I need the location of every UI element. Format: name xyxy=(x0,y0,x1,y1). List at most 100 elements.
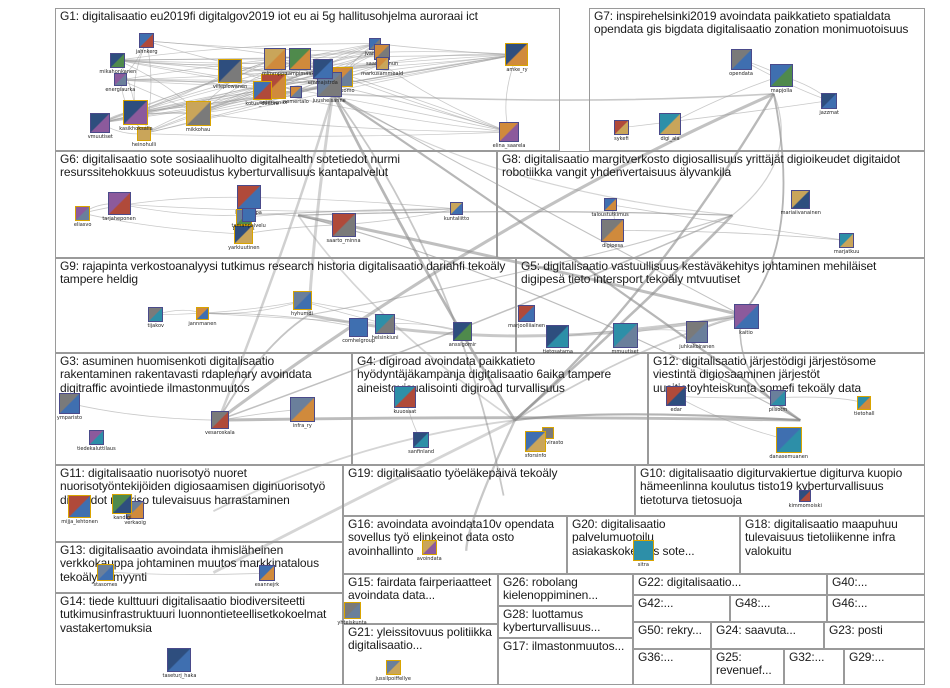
node-avatar[interactable] xyxy=(505,43,529,67)
node-label: villeplowanen xyxy=(212,83,248,90)
node-label: heinohulli xyxy=(131,141,157,148)
node-avatar[interactable] xyxy=(289,85,302,98)
node-avatar[interactable] xyxy=(632,540,654,562)
node-avatar[interactable] xyxy=(349,317,369,337)
node-avatar[interactable] xyxy=(252,80,272,100)
edge-within-group xyxy=(82,196,249,214)
node-avatar[interactable] xyxy=(210,411,229,430)
group-box-g7: G7: inspirehelsinki2019 avoindata paikka… xyxy=(589,8,925,151)
node-label: vesaroskala xyxy=(205,430,235,437)
node-avatar[interactable] xyxy=(775,426,802,453)
node-avatar[interactable] xyxy=(112,494,133,515)
node-avatar[interactable] xyxy=(375,57,389,71)
node-avatar[interactable] xyxy=(499,122,520,143)
node-avatar[interactable] xyxy=(857,395,872,410)
node-label: jannmanen xyxy=(188,320,217,327)
node-avatar[interactable] xyxy=(139,33,155,49)
node-avatar[interactable] xyxy=(107,192,131,216)
node-avatar[interactable] xyxy=(123,100,149,125)
node-label: taloustutkimus xyxy=(591,212,629,219)
node-avatar[interactable] xyxy=(733,303,759,329)
node-avatar[interactable] xyxy=(452,322,472,342)
edge-within-group xyxy=(198,112,510,133)
node-avatar[interactable] xyxy=(234,224,254,244)
node-avatar[interactable] xyxy=(218,58,243,83)
edge-within-group xyxy=(382,53,518,65)
node-avatar[interactable] xyxy=(68,494,92,518)
node-avatar[interactable] xyxy=(525,431,547,453)
group-label-g7: G7: inspirehelsinki2019 avoindata paikka… xyxy=(594,9,909,37)
node-avatar[interactable] xyxy=(167,648,192,673)
node-avatar[interactable] xyxy=(59,392,80,414)
node-avatar[interactable] xyxy=(136,126,151,141)
node-avatar[interactable] xyxy=(90,113,111,133)
node-avatar[interactable] xyxy=(263,48,286,71)
node-avatar[interactable] xyxy=(659,112,682,135)
group-box-g10: G10: digitalisaatio digiturvakiertue dig… xyxy=(635,465,925,516)
group-box-g11: G11: digitalisaatio nuorisotyö nuoret nu… xyxy=(55,465,343,542)
group-label-g13: G13: digitalisaatio avoindata ihmislähei… xyxy=(60,543,319,584)
node-avatar[interactable] xyxy=(666,386,687,407)
group-label-g32: G32:... xyxy=(789,650,825,664)
node-avatar[interactable] xyxy=(799,489,812,502)
node-avatar[interactable] xyxy=(518,304,536,322)
node-avatar[interactable] xyxy=(421,539,437,555)
node-avatar[interactable] xyxy=(113,73,127,87)
edge-within-group xyxy=(135,51,383,113)
node-avatar[interactable] xyxy=(148,307,164,323)
node-avatar[interactable] xyxy=(331,212,356,237)
node-avatar[interactable] xyxy=(292,291,312,311)
node-avatar[interactable] xyxy=(312,58,333,79)
node-avatar[interactable] xyxy=(730,48,752,70)
node-avatar[interactable] xyxy=(613,120,629,136)
node-avatar[interactable] xyxy=(839,232,855,248)
node-avatar[interactable] xyxy=(413,431,430,448)
group-label-g14: G14: tiede kulttuuri digitalisaatio biod… xyxy=(60,594,327,635)
node-label: amke_ry xyxy=(506,67,528,74)
edge-within-group xyxy=(197,43,376,114)
node-avatar[interactable] xyxy=(546,325,570,349)
edge-within-group xyxy=(143,40,152,134)
node-label: mikahonkanen xyxy=(99,68,137,75)
node-label: elina_saarela xyxy=(492,143,526,150)
node-avatar[interactable] xyxy=(821,92,838,109)
node-avatar[interactable] xyxy=(770,389,787,406)
group-label-g8: G8: digitalisaatio margitverkosto digios… xyxy=(502,152,901,180)
node-avatar[interactable] xyxy=(88,430,104,446)
group-label-g17: G17: ilmastonmuutos... xyxy=(503,639,625,653)
node-avatar[interactable] xyxy=(185,100,211,126)
edge-within-group xyxy=(612,230,847,241)
node-avatar[interactable] xyxy=(612,322,638,348)
edge-between-groups xyxy=(212,419,515,513)
node-avatar[interactable] xyxy=(393,386,416,409)
node-avatar[interactable] xyxy=(288,48,311,71)
edge-between-groups xyxy=(217,92,775,422)
node-avatar[interactable] xyxy=(195,306,209,320)
node-avatar[interactable] xyxy=(75,205,91,221)
node-avatar[interactable] xyxy=(603,198,617,212)
edge-within-group xyxy=(557,315,747,338)
node-avatar[interactable] xyxy=(601,219,625,243)
edge-between-groups xyxy=(217,93,334,421)
node-avatar[interactable] xyxy=(791,189,811,209)
node-avatar[interactable] xyxy=(110,52,126,68)
group-box-g21: G21: yleissitovuus politiikka digitalisa… xyxy=(343,624,498,685)
edge-within-group xyxy=(322,54,518,70)
node-avatar[interactable] xyxy=(241,207,256,222)
group-box-g46: G46:... xyxy=(827,595,925,622)
node-avatar[interactable] xyxy=(258,565,275,582)
node-avatar[interactable] xyxy=(385,660,401,676)
group-box-g24: G24: saavuta... xyxy=(711,622,824,649)
group-box-g5: G5: digitalisaatio vastuullisuus kestävä… xyxy=(516,258,925,353)
node-label: mikkohau xyxy=(185,126,211,133)
node-avatar[interactable] xyxy=(685,321,708,344)
node-avatar[interactable] xyxy=(375,313,396,334)
node-avatar[interactable] xyxy=(450,202,464,216)
node-avatar[interactable] xyxy=(236,185,261,210)
group-label-g46: G46:... xyxy=(832,596,868,610)
node-avatar[interactable] xyxy=(770,64,793,88)
node-avatar[interactable] xyxy=(343,601,361,619)
node-avatar[interactable] xyxy=(289,396,315,422)
node-avatar[interactable] xyxy=(96,563,114,581)
